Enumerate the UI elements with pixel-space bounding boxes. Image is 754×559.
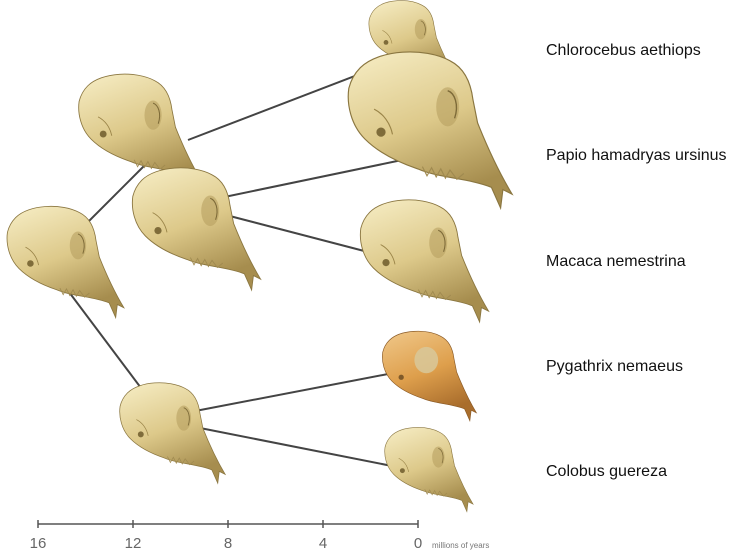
axis-tick-label-16: 16 — [30, 535, 47, 552]
skull-colobinae-ancestor — [120, 383, 225, 483]
time-axis: 16 12 8 4 0 millions of years — [30, 520, 490, 552]
axis-tick-label-0: 0 — [414, 535, 422, 552]
taxon-label-pygathrix: Pygathrix nemaeus — [546, 358, 683, 376]
axis-tick-labels: 16 12 8 4 0 — [30, 535, 423, 552]
skull-macaca-nemestrina — [360, 200, 488, 322]
taxon-label-macaca: Macaca nemestrina — [546, 253, 686, 271]
branch-colobinae-to-colobus — [200, 428, 392, 466]
branch-root-to-colobinae — [66, 288, 150, 400]
taxon-label-papio: Papio hamadryas ursinus — [546, 147, 727, 165]
axis-tick-label-12: 12 — [125, 535, 142, 552]
taxon-label-chlorocebus: Chlorocebus aethiops — [546, 42, 701, 60]
axis-tick-label-4: 4 — [319, 535, 327, 552]
branch-papionini-to-papio — [210, 160, 402, 200]
skull-root-ancestor — [7, 206, 124, 317]
skull-pygathrix-nemaeus — [382, 331, 476, 421]
taxon-label-colobus: Colobus guereza — [546, 463, 667, 481]
skull-colobus-guereza — [385, 427, 473, 511]
branch-colobinae-to-pygathrix — [190, 374, 388, 412]
skull-papio-hamadryas-ursinus — [348, 52, 512, 208]
axis-unit-label: millions of years — [432, 541, 489, 550]
axis-tick-label-8: 8 — [224, 535, 232, 552]
skull-papionini-ancestor — [132, 168, 260, 290]
